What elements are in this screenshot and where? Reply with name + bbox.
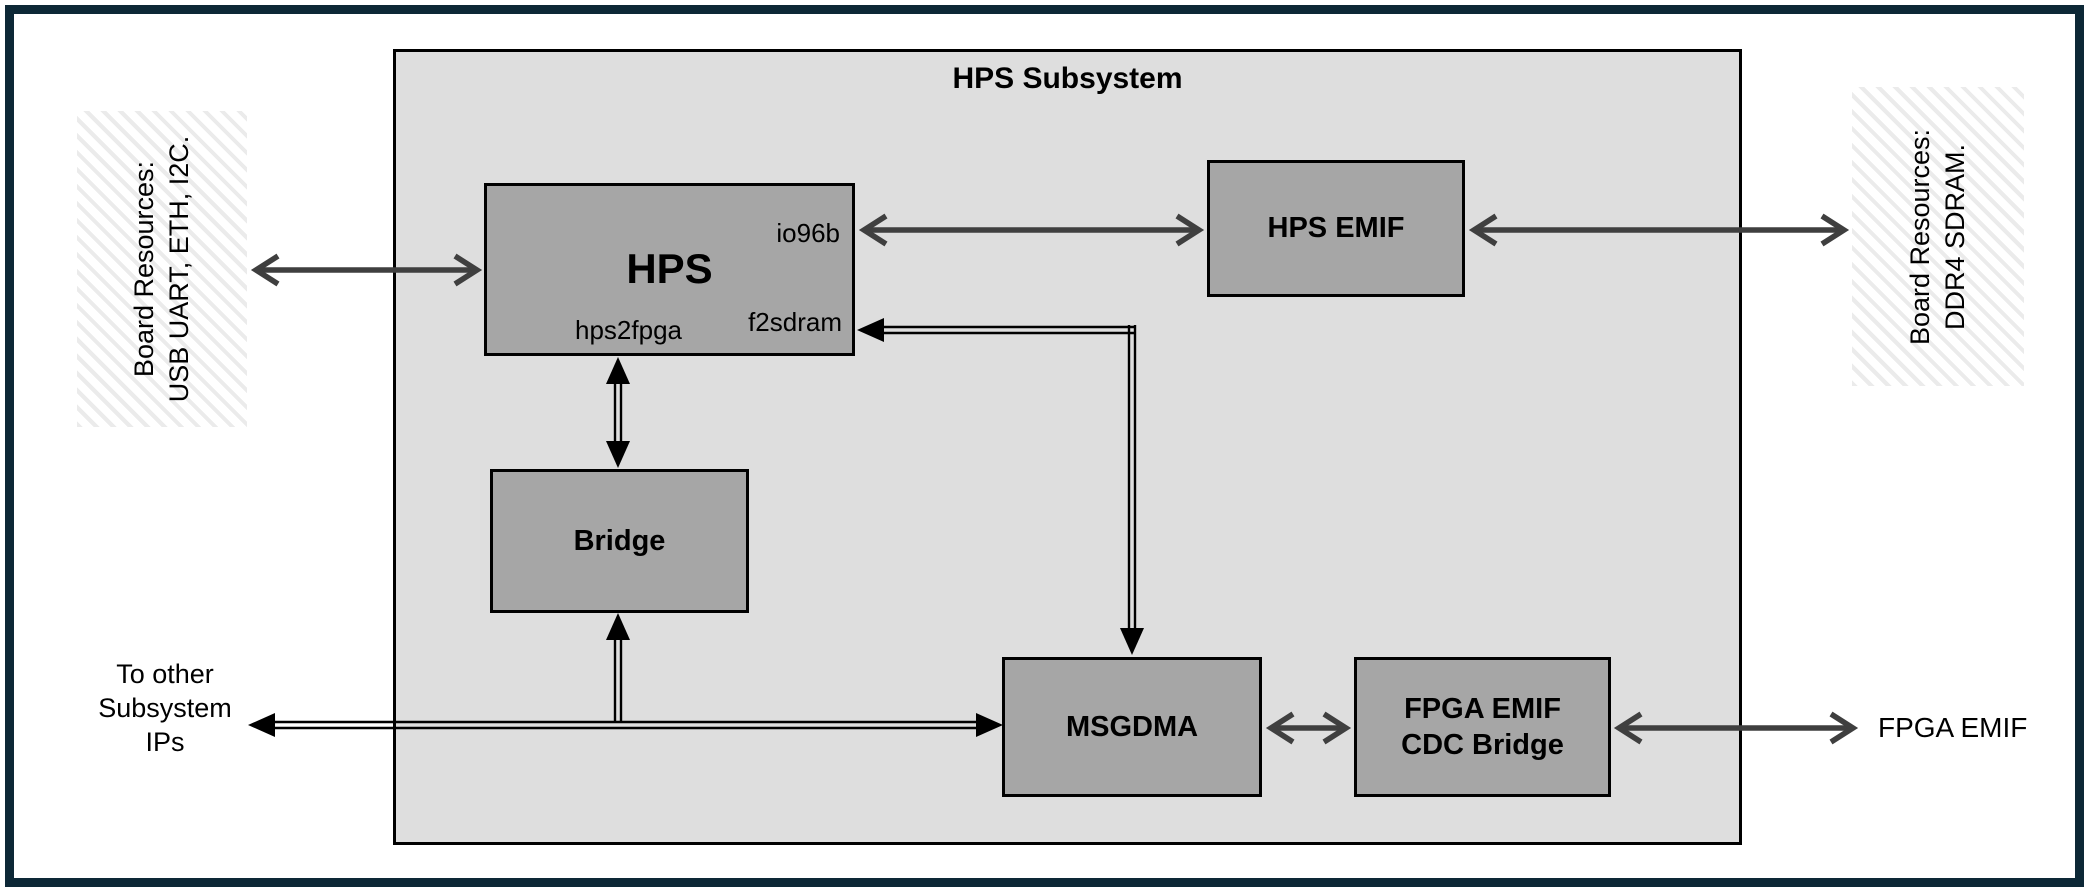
board-resources-right-zone: Board Resources: DDR4 SDRAM. xyxy=(1852,87,2024,386)
fpga-emif-cdc-bridge-block: FPGA EMIF CDC Bridge xyxy=(1354,657,1611,797)
hps-block: HPS io96b hps2fpga f2sdram xyxy=(484,183,855,356)
bridge-block: Bridge xyxy=(490,469,749,613)
hps-block-label: HPS xyxy=(626,245,713,293)
hps-emif-block: HPS EMIF xyxy=(1207,160,1465,297)
msgdma-label: MSGDMA xyxy=(1065,710,1199,743)
bridge-label: Bridge xyxy=(573,524,666,557)
msgdma-block: MSGDMA xyxy=(1002,657,1262,797)
hps-port-hps2fpga: hps2fpga xyxy=(575,315,682,345)
outer-border-frame xyxy=(5,5,2084,887)
hps-port-f2sdram: f2sdram xyxy=(748,307,842,337)
hps-port-io96b: io96b xyxy=(776,218,840,248)
hps-emif-label: HPS EMIF xyxy=(1267,212,1405,245)
board-resources-left-zone: Board Resources: USB UART, ETH, I2C. xyxy=(77,111,247,427)
board-resources-right-label: Board Resources: DDR4 SDRAM. xyxy=(1904,128,1970,345)
subsystem-title: HPS Subsystem xyxy=(952,62,1183,95)
fpga-emif-cdc-bridge-label: FPGA EMIF CDC Bridge xyxy=(1401,692,1564,761)
board-resources-left-label: Board Resources: USB UART, ETH, I2C. xyxy=(128,135,194,403)
to-other-subsystem-ips-label: To other Subsystem IPs xyxy=(98,659,232,757)
fpga-emif-label: FPGA EMIF xyxy=(1878,712,2028,743)
